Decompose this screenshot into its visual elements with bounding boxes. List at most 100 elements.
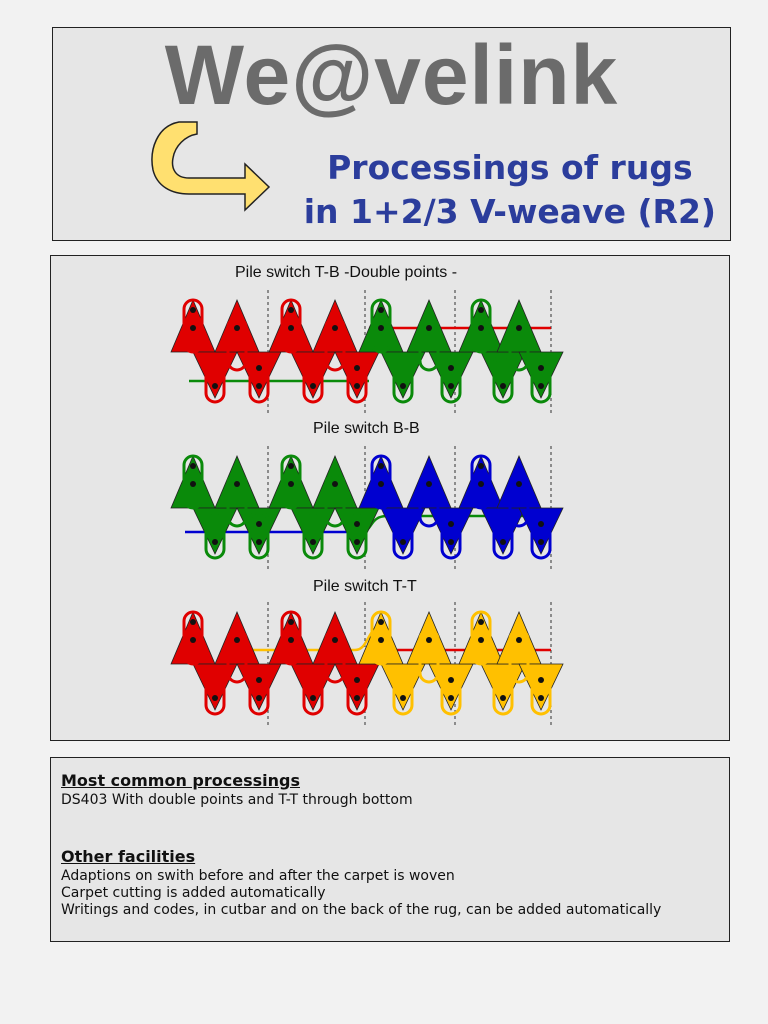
binding-point — [332, 481, 338, 487]
binding-point — [234, 325, 240, 331]
binding-point — [234, 637, 240, 643]
pile-tuft-down — [518, 507, 564, 555]
weave-diagram-3 — [170, 602, 564, 726]
ground-loop — [492, 666, 514, 716]
binding-point — [234, 481, 240, 487]
diagram-panel: Pile switch T-B -Double points - Pile sw… — [50, 255, 730, 741]
ground-loop — [248, 666, 270, 716]
binding-point — [500, 695, 506, 701]
pile-tuft-down — [334, 351, 380, 399]
binding-point — [212, 383, 218, 389]
ground-loop — [248, 354, 270, 404]
brand-logo: We@velink — [164, 28, 619, 122]
ground-loop — [302, 666, 324, 716]
pile-tuft-down — [480, 663, 526, 711]
pile-loop — [226, 316, 248, 372]
binding-point — [516, 325, 522, 331]
heading-common-processings: Most common processings — [61, 771, 300, 790]
pile-tuft-down — [380, 351, 426, 399]
pile-tuft-down — [428, 351, 474, 399]
binding-point — [516, 481, 522, 487]
pile-loop — [508, 628, 530, 684]
curved-arrow-icon — [151, 121, 271, 212]
pile-tuft-down — [518, 351, 564, 399]
binding-point — [354, 695, 360, 701]
pile-loop — [280, 298, 302, 354]
binding-point — [500, 383, 506, 389]
ground-loop — [440, 510, 462, 560]
binding-point — [190, 619, 196, 625]
top-warp-line — [233, 624, 384, 652]
binding-point — [378, 619, 384, 625]
ground-loop — [392, 354, 414, 404]
binding-point — [256, 365, 262, 371]
pile-loop — [324, 628, 346, 684]
ground-loop — [492, 510, 514, 560]
binding-point — [354, 677, 360, 683]
binding-point — [516, 637, 522, 643]
binding-point — [378, 481, 384, 487]
binding-point — [538, 365, 544, 371]
diagram-label-2: Pile switch B-B — [313, 420, 420, 437]
pile-tuft-down — [480, 351, 526, 399]
binding-point — [354, 521, 360, 527]
binding-point — [310, 695, 316, 701]
binding-point — [288, 307, 294, 313]
title-line-1: Processings of rugs — [327, 148, 693, 187]
ground-loop — [392, 666, 414, 716]
binding-point — [478, 463, 484, 469]
pile-loop — [182, 298, 204, 354]
binding-point — [190, 325, 196, 331]
ground-loop — [530, 666, 552, 716]
binding-point — [256, 695, 262, 701]
binding-point — [256, 677, 262, 683]
title-line-2: in 1+2/3 V-weave (R2) — [303, 192, 716, 231]
pile-tuft-down — [380, 507, 426, 555]
binding-point — [478, 619, 484, 625]
binding-point — [448, 677, 454, 683]
pile-loop — [182, 610, 204, 666]
pile-tuft-down — [236, 663, 282, 711]
pile-loop — [280, 454, 302, 510]
ground-loop — [346, 354, 368, 404]
pile-tuft-down — [518, 663, 564, 711]
binding-point — [478, 307, 484, 313]
binding-point — [538, 539, 544, 545]
pile-loop — [470, 610, 492, 666]
binding-point — [190, 481, 196, 487]
binding-point — [378, 637, 384, 643]
pile-tuft-down — [290, 351, 336, 399]
binding-point — [400, 695, 406, 701]
pile-loop — [226, 628, 248, 684]
pile-loop — [182, 454, 204, 510]
binding-point — [354, 365, 360, 371]
binding-point — [448, 521, 454, 527]
weave-diagram-1 — [170, 290, 564, 414]
ground-loop — [346, 510, 368, 560]
binding-point — [256, 539, 262, 545]
binding-point — [288, 463, 294, 469]
binding-point — [500, 539, 506, 545]
binding-point — [288, 637, 294, 643]
binding-point — [400, 539, 406, 545]
binding-point — [256, 521, 262, 527]
pile-loop — [324, 316, 346, 372]
binding-point — [478, 637, 484, 643]
ground-loop — [302, 354, 324, 404]
pile-loop — [470, 454, 492, 510]
pile-loop — [508, 316, 530, 372]
binding-point — [288, 325, 294, 331]
binding-point — [426, 325, 432, 331]
ground-loop — [530, 510, 552, 560]
binding-point — [448, 539, 454, 545]
ground-loop — [440, 354, 462, 404]
pile-loop — [370, 454, 392, 510]
ground-loop — [492, 354, 514, 404]
pile-tuft-down — [290, 663, 336, 711]
pile-loop — [280, 610, 302, 666]
ground-loop — [346, 666, 368, 716]
binding-point — [288, 619, 294, 625]
ground-loop — [440, 666, 462, 716]
pile-tuft-down — [334, 507, 380, 555]
info-line-cutting: Carpet cutting is added automatically — [61, 885, 326, 901]
